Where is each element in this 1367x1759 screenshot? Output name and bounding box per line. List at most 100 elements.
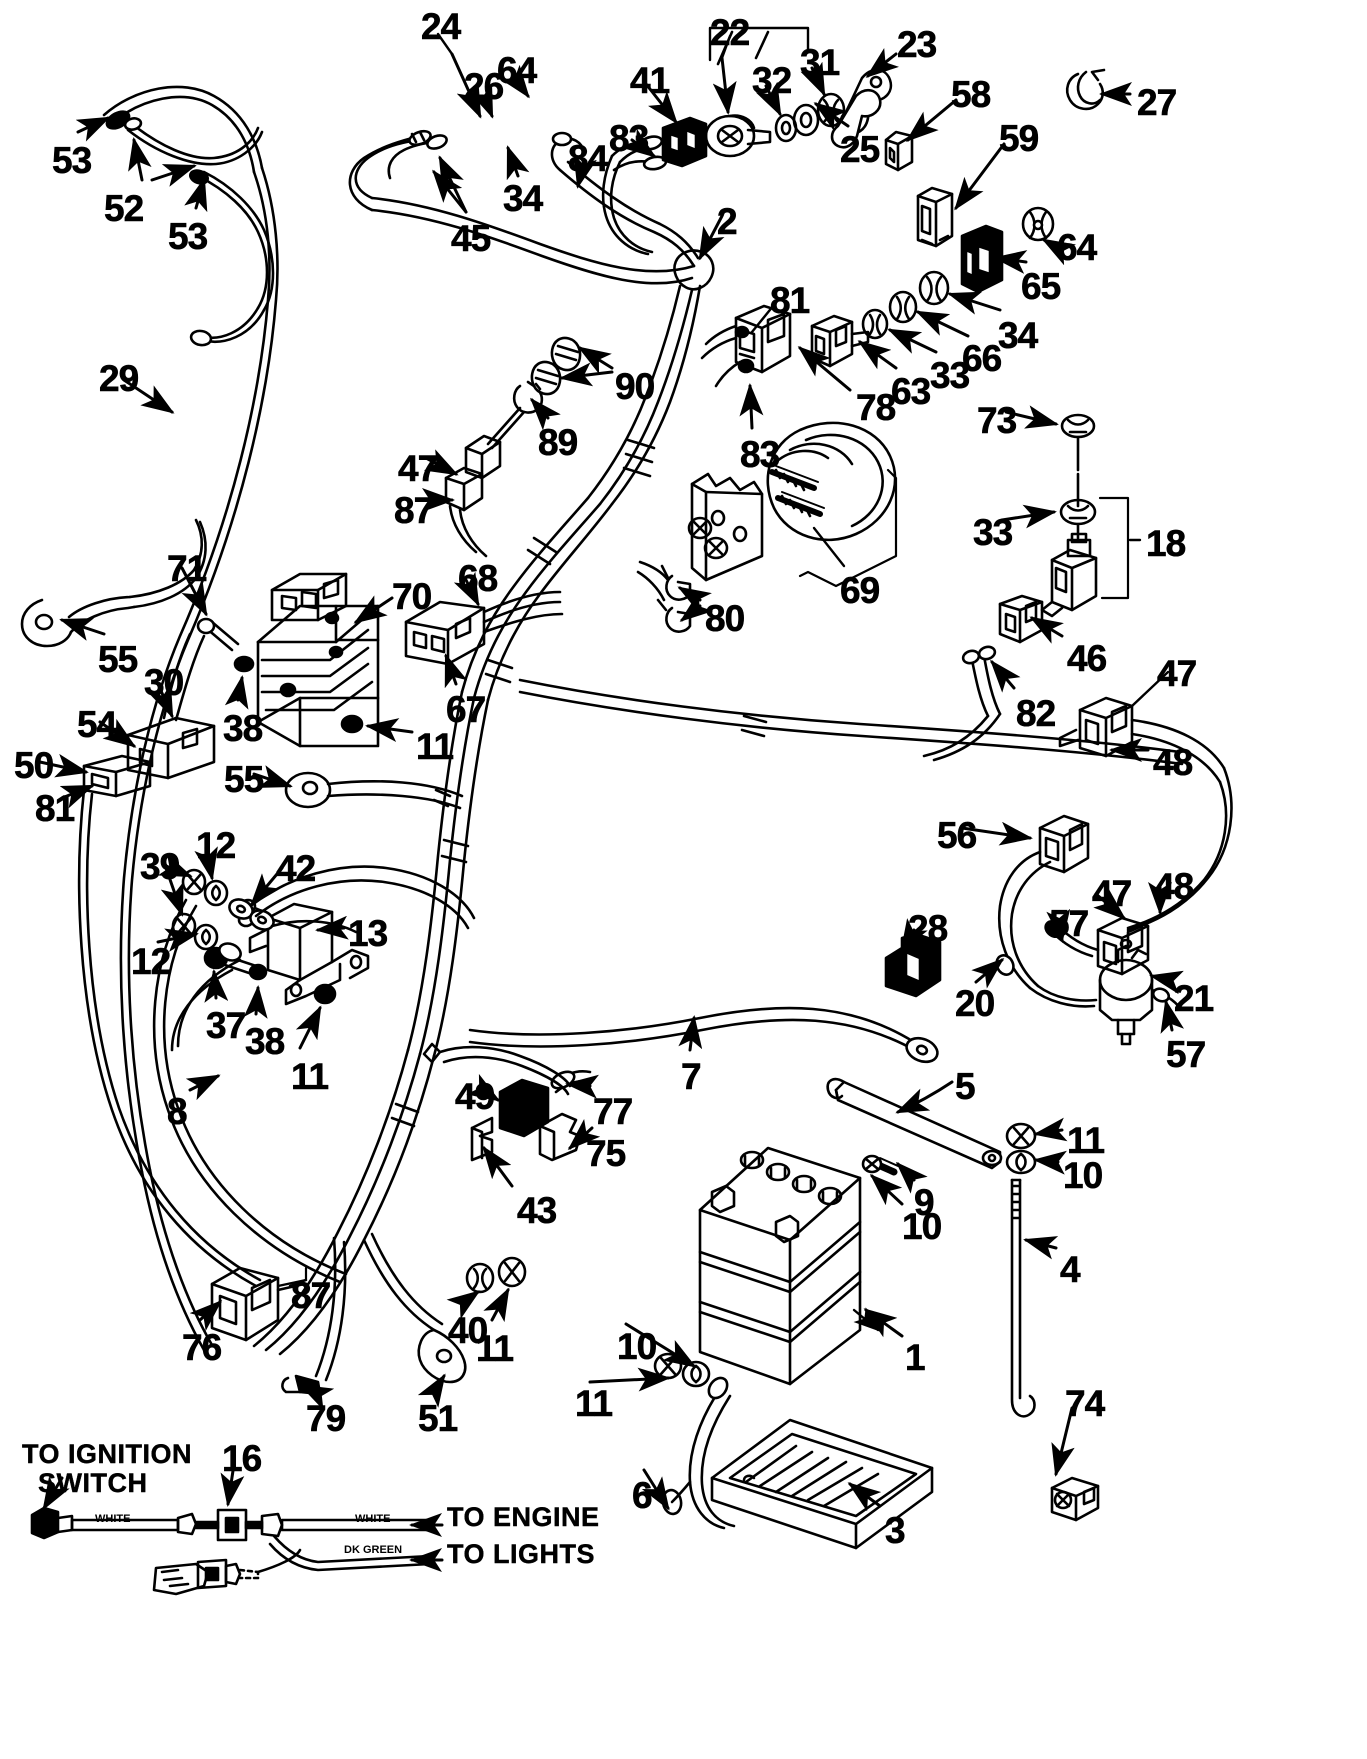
callout-80: 80 [705, 598, 746, 639]
callout-20: 20 [955, 983, 996, 1024]
callout-8: 8 [167, 1091, 188, 1132]
callout-48: 48 [1154, 866, 1195, 907]
callout-83: 83 [609, 118, 650, 159]
callout-7: 7 [681, 1056, 702, 1097]
bottom-fan-wires [281, 1232, 527, 1396]
terminals-90 [530, 336, 582, 396]
callout-21: 21 [1174, 978, 1215, 1019]
connector-47-48-upper [1058, 696, 1233, 932]
sleeve-47-87 [444, 466, 488, 558]
callout-76: 76 [182, 1327, 223, 1368]
callout-82: 82 [1016, 693, 1057, 734]
callout-41: 41 [630, 60, 671, 101]
main-harness-trunk [152, 160, 1184, 1356]
callout-73: 73 [977, 400, 1018, 441]
wire-white-2: WHITE [355, 1513, 391, 1525]
callout-13: 13 [348, 913, 389, 954]
connector-47-48-lower [1096, 916, 1150, 976]
callout-18: 18 [1146, 523, 1187, 564]
callout-40: 40 [448, 1310, 489, 1351]
callout-65: 65 [1021, 266, 1062, 307]
callout-22: 22 [710, 12, 751, 53]
callout-46: 46 [1067, 638, 1108, 679]
wire-dkgreen: DK GREEN [344, 1544, 403, 1556]
callout-89: 89 [538, 422, 579, 463]
switch-block-41 [661, 116, 708, 168]
callout-49: 49 [455, 1076, 496, 1117]
callout-81: 81 [770, 280, 811, 321]
battery-tray-3 [710, 1418, 934, 1550]
callout-10: 10 [1063, 1155, 1104, 1196]
callout-77: 77 [593, 1091, 634, 1132]
callout-53: 53 [52, 140, 93, 181]
callout-33: 33 [973, 512, 1014, 553]
callout-47: 47 [1092, 873, 1133, 914]
relay-65 [960, 224, 1004, 294]
callout-48: 48 [1153, 742, 1194, 783]
callout-34: 34 [998, 315, 1039, 356]
callout-24: 24 [421, 6, 462, 47]
callout-34: 34 [503, 178, 544, 219]
callout-52: 52 [104, 188, 145, 229]
ring-terminal-55-left [20, 518, 207, 648]
pressure-switch-21 [1098, 938, 1182, 1046]
hardware-39-12-42 [170, 865, 476, 1052]
callout-23: 23 [897, 24, 938, 65]
callout-83: 83 [740, 434, 781, 475]
callout-57: 57 [1049, 903, 1090, 944]
callout-25: 25 [840, 129, 881, 170]
callout-11: 11 [1067, 1120, 1106, 1161]
leads-45 [348, 129, 448, 212]
callout-3: 3 [885, 1510, 906, 1551]
callout-4: 4 [1060, 1249, 1081, 1290]
callout-31: 31 [800, 42, 841, 83]
callout-32: 32 [752, 60, 793, 101]
callout-12: 12 [196, 825, 237, 866]
callout-45: 45 [451, 218, 492, 259]
callout-68: 68 [458, 558, 499, 599]
callout-64: 64 [497, 50, 538, 91]
callout-26: 26 [464, 66, 505, 107]
callout-71: 71 [167, 548, 208, 589]
callout-53: 53 [168, 216, 209, 257]
callout-79: 79 [306, 1398, 347, 1439]
callout-57: 57 [1166, 1034, 1207, 1075]
callout-78: 78 [856, 387, 897, 428]
note-lights: TO LIGHTS [447, 1539, 596, 1569]
wire-white-1: WHITE [95, 1513, 131, 1525]
clamp-74 [1050, 1476, 1100, 1522]
callout-64: 64 [1057, 227, 1098, 268]
callout-10: 10 [902, 1206, 943, 1247]
callout-27: 27 [1137, 82, 1178, 123]
callout-56: 56 [937, 815, 978, 856]
callout-87: 87 [394, 490, 435, 531]
note-engine: TO ENGINE [447, 1502, 600, 1532]
callout-11: 11 [575, 1383, 614, 1424]
connector-50-81 [77, 754, 262, 1288]
bolt-9-10 [861, 1154, 899, 1176]
callout-33: 33 [930, 355, 971, 396]
callout-29: 29 [99, 358, 140, 399]
callout-38: 38 [223, 708, 264, 749]
callout-51: 51 [418, 1398, 459, 1439]
callout-74: 74 [1065, 1383, 1106, 1424]
gauge-69 [687, 421, 898, 588]
callout-39: 39 [140, 846, 181, 887]
clip-58 [884, 130, 914, 172]
callout-59: 59 [999, 118, 1040, 159]
callout-16: 16 [222, 1438, 263, 1479]
callout-43: 43 [517, 1190, 558, 1231]
leads-82 [922, 645, 1002, 762]
callout-12: 12 [131, 941, 172, 982]
voltage-regulator-70 [196, 572, 380, 748]
fuse-parts [422, 1042, 592, 1162]
callout-6: 6 [632, 1475, 653, 1516]
callout-10: 10 [617, 1326, 658, 1367]
lead-89 [464, 380, 544, 480]
callout-2: 2 [717, 201, 738, 242]
callout-9: 9 [914, 1182, 935, 1223]
clip-59 [916, 186, 954, 248]
ignition-switch-assembly-22 [704, 26, 893, 158]
washer-64-right [1021, 206, 1055, 242]
